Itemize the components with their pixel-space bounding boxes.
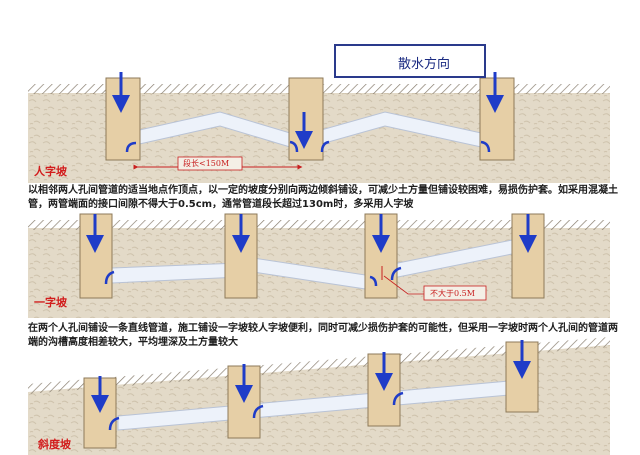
legend-label: 散水方向: [398, 57, 451, 72]
manhole-1-mid: [288, 77, 324, 161]
pipe-bend-icon: [125, 141, 137, 153]
ground-surface-3: [28, 337, 610, 394]
pipe-bend-icon: [252, 404, 264, 419]
manhole-1-right: [479, 77, 515, 161]
description-straight: 在两个人孔间铺设一条直线管道，施工铺设一字坡较人字坡便利，同时可减少损伤护套的可…: [28, 323, 618, 348]
gap-dimension-box: [423, 285, 487, 301]
section-straight-slope: [28, 213, 610, 318]
length-note: 段长<150M: [183, 159, 230, 168]
section-label-inclined: 斜度坡: [38, 438, 71, 451]
pipe-bend-icon: [392, 391, 404, 406]
length-dimension-box: [177, 156, 243, 171]
gap-note: 不大于0.5M: [430, 289, 475, 298]
section-label-herringbone: 人字坡: [34, 165, 67, 178]
section-inclined-slope: [28, 337, 610, 455]
pipe-bend-icon: [320, 140, 330, 153]
pipe-bend-icon: [289, 140, 299, 153]
pipe-bend-icon: [369, 275, 378, 287]
pipe-bend-icon: [390, 266, 402, 281]
legend-box: 散水方向: [334, 44, 486, 78]
manhole-2-3: [364, 213, 398, 299]
pipe-bend-icon: [480, 140, 491, 153]
pipe-bend-icon: [108, 416, 120, 431]
description-herringbone: 以相邻两人孔间管道的适当地点作顶点，以一定的坡度分别向两边倾斜铺设，可减少土方量…: [28, 185, 618, 210]
section-herringbone-slope: [28, 72, 610, 183]
ground-surface-2: [28, 220, 610, 230]
section-label-straight: 一字坡: [34, 296, 67, 309]
pipe-bend-icon: [104, 270, 115, 285]
gap-leader-line: [383, 275, 424, 295]
manhole-1-left: [105, 77, 141, 161]
